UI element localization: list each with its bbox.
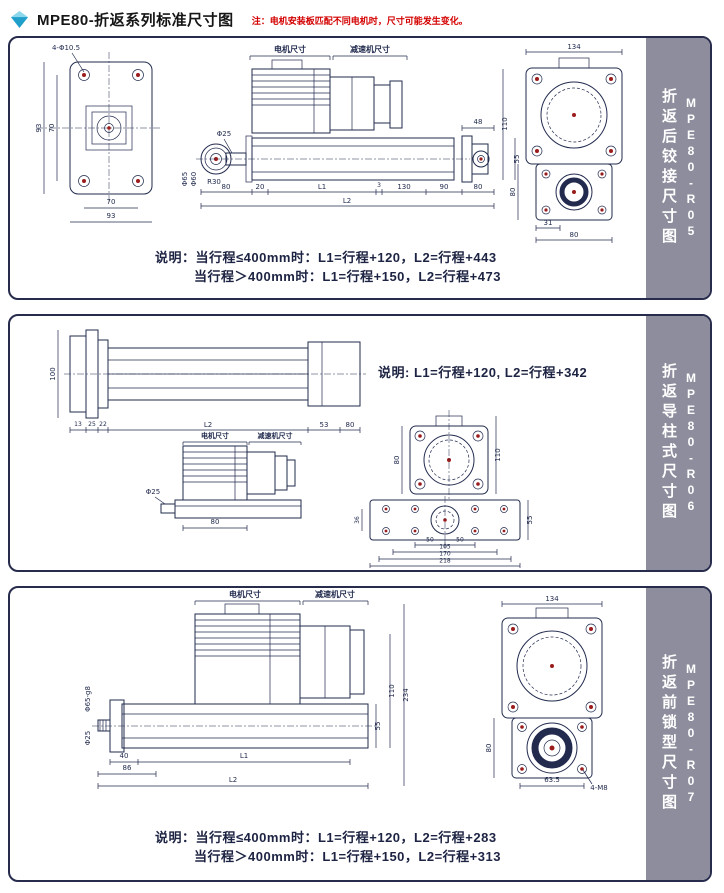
motor-size-label: 电机尺寸 xyxy=(229,589,261,599)
dim-label: 170 xyxy=(439,551,451,558)
dim-label: 36 xyxy=(354,516,361,524)
dim-label: 25 xyxy=(88,421,96,428)
side-assembly-view: 电机尺寸 减速机尺寸 Φ65-g8 xyxy=(84,589,410,789)
page-title: MPE80-折返系列标准尺寸图 xyxy=(37,11,234,29)
dim-label: 105 xyxy=(439,544,451,551)
dim-label: 110 xyxy=(388,684,396,697)
dim-label: 20 xyxy=(256,183,265,191)
dim-label: L2 xyxy=(229,776,237,784)
eye-dia-label: Φ65 xyxy=(181,172,189,186)
side-tab-model: MPE80-R07 xyxy=(684,662,698,806)
note-line-1: 说明：当行程≤400mm时：L1=行程+120，L2=行程+443 xyxy=(155,250,497,265)
panel-r05: 93 70 4-Φ10.5 70 xyxy=(8,36,712,300)
side-assembly-view: 电机尺寸 减速机尺寸 xyxy=(181,44,521,209)
dim-label: 80 xyxy=(485,744,493,753)
dim-label: 13 xyxy=(74,421,82,428)
dim-label: 53 xyxy=(320,421,329,429)
dim-label: 80 xyxy=(474,183,483,191)
logo-diamond-icon xyxy=(10,10,29,28)
panel-r07: 电机尺寸 减速机尺寸 Φ65-g8 xyxy=(8,586,712,882)
dim-label: 55 xyxy=(513,155,521,164)
dim-label: 31 xyxy=(544,219,553,227)
notes-r05: 说明：当行程≤400mm时：L1=行程+120，L2=行程+443 当行程＞40… xyxy=(10,248,646,286)
dim-label: 22 xyxy=(99,421,107,428)
dim-label: 50 xyxy=(426,537,434,544)
dim-label: 80 xyxy=(222,183,231,191)
motor-size-label: 电机尺寸 xyxy=(274,44,306,54)
dim-label: 50 xyxy=(456,537,464,544)
side-tab-label: 折返导柱式尺寸图 xyxy=(660,363,677,523)
gearbox-size-label: 减速机尺寸 xyxy=(258,431,293,440)
page-header: MPE80-折返系列标准尺寸图 注：电机安装板匹配不同电机时，尺寸可能发生变化。 xyxy=(10,6,716,32)
dim-label: 70 xyxy=(48,124,56,133)
dim-label: 93 xyxy=(35,124,43,133)
dim-label: 134 xyxy=(545,595,559,603)
dim-label: 100 xyxy=(49,367,57,380)
notes-r06: 说明: L1=行程+120, L2=行程+342 xyxy=(378,365,588,380)
side-tab-label: 折返后铰接尺寸图 xyxy=(660,88,677,248)
dim-label: 70 xyxy=(107,198,116,206)
dim-label: 80 xyxy=(211,518,220,526)
end-view: 134 xyxy=(485,595,608,792)
panel-r07-content: 电机尺寸 减速机尺寸 Φ65-g8 xyxy=(10,588,646,880)
hole-callout-label: 4-Φ10.5 xyxy=(52,44,80,52)
rod-dia-label: Φ25 xyxy=(217,130,231,138)
dim-label: 86 xyxy=(123,764,132,772)
dim-label: L2 xyxy=(204,421,212,429)
dim-label: 55 xyxy=(526,516,534,525)
note-line-2: 当行程＞400mm时：L1=行程+150，L2=行程+313 xyxy=(194,849,501,864)
dim-label: 80 xyxy=(570,231,579,239)
rod-dia-label: Φ25 xyxy=(84,731,92,745)
panel-r05-content: 93 70 4-Φ10.5 70 xyxy=(10,38,646,298)
drawing-r05: 93 70 4-Φ10.5 70 xyxy=(35,43,623,243)
drawing-r07: 电机尺寸 减速机尺寸 Φ65-g8 xyxy=(84,589,608,792)
side-tab-model: MPE80-R06 xyxy=(684,371,698,515)
screw-callout-label: 4-M8 xyxy=(590,784,607,792)
note-line-1: 说明：当行程≤400mm时：L1=行程+120，L2=行程+283 xyxy=(155,830,497,845)
side-tab-r07: 折返前锁型尺寸图 MPE80-R07 xyxy=(646,588,710,880)
dim-label: 90 xyxy=(440,183,449,191)
eye-radius-label: R30 xyxy=(207,178,221,186)
dim-label: 218 xyxy=(439,558,451,565)
gearbox-size-label: 减速机尺寸 xyxy=(315,589,355,599)
side-tab-r06: 折返导柱式尺寸图 MPE80-R06 xyxy=(646,316,710,570)
dim-label: 234 xyxy=(402,688,410,702)
front-view: 80 110 xyxy=(393,410,502,500)
gearbox-size-label: 减速机尺寸 xyxy=(350,44,390,54)
shaft-callout-label: Φ65-g8 xyxy=(84,686,92,712)
dim-label: 80 xyxy=(346,421,355,429)
dim-label: 63.5 xyxy=(544,776,560,784)
dim-label: 93 xyxy=(107,212,116,220)
panel-r06: 100 13 25 22 L2 53 80 电机尺寸 减速机尺寸 xyxy=(8,314,712,572)
dim-label: 55 xyxy=(374,722,382,731)
dim-label: 80 xyxy=(509,188,517,197)
end-view: 134 xyxy=(509,43,623,243)
mounting-plate-view: 55 36 50 50 105 170 218 xyxy=(354,496,534,568)
side-tab-model: MPE80-R05 xyxy=(684,96,698,240)
header-warning-note: 注：电机安装板匹配不同电机时，尺寸可能发生变化。 xyxy=(251,15,468,26)
dim-label: L2 xyxy=(343,197,351,205)
guide-unit-side-view: 100 13 25 22 L2 53 80 xyxy=(49,329,366,433)
dim-label: 110 xyxy=(494,448,502,461)
panel-r06-content: 100 13 25 22 L2 53 80 电机尺寸 减速机尺寸 xyxy=(10,316,646,570)
flange-plate-view: 93 70 4-Φ10.5 70 xyxy=(35,44,162,223)
dim-label: 48 xyxy=(474,118,483,126)
dim-label: L1 xyxy=(318,183,326,191)
dim-label: 130 xyxy=(397,183,410,191)
dim-label: 134 xyxy=(567,43,581,51)
notes-r07: 说明：当行程≤400mm时：L1=行程+120，L2=行程+283 当行程＞40… xyxy=(10,828,646,866)
dim-label: 110 xyxy=(501,117,509,130)
dim-label: 3 xyxy=(377,182,381,189)
drawing-r06: 100 13 25 22 L2 53 80 电机尺寸 减速机尺寸 xyxy=(49,329,534,568)
side-tab-r05: 折返后铰接尺寸图 MPE80-R05 xyxy=(646,38,710,298)
side-tab-label: 折返前锁型尺寸图 xyxy=(660,654,677,814)
dim-label: L1 xyxy=(240,752,248,760)
note-line-2: 当行程＞400mm时：L1=行程+150，L2=行程+473 xyxy=(194,269,501,284)
motor-side-view: 电机尺寸 减速机尺寸 Φ25 80 xyxy=(146,431,302,531)
dim-label: 80 xyxy=(393,456,401,465)
dim-label: 40 xyxy=(120,752,129,760)
eye-dia-label: Φ60 xyxy=(190,172,198,186)
motor-size-label: 电机尺寸 xyxy=(201,431,229,440)
rod-dia-label: Φ25 xyxy=(146,488,160,496)
